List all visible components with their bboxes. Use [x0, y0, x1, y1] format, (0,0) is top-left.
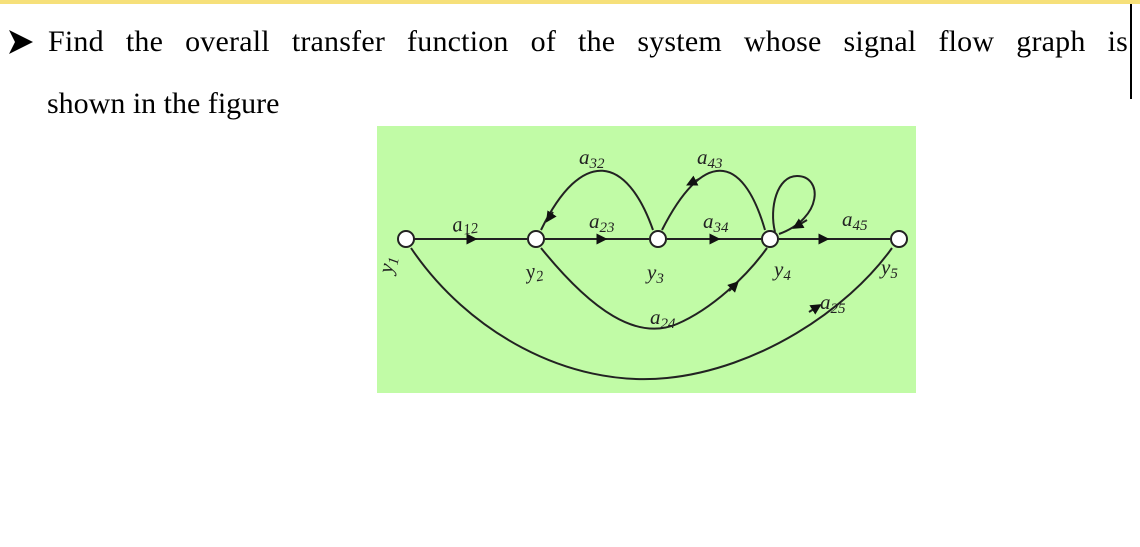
node-y4 — [761, 230, 779, 248]
gain-label-a23: a23 — [589, 209, 615, 236]
branch-y2-y4-arrow — [727, 281, 739, 293]
gain-label-a45: a45 — [842, 207, 868, 234]
branch-y1-y5-arrow — [808, 304, 822, 315]
arrowhead-bullet-icon — [9, 30, 33, 54]
gain-label-a24: a24 — [650, 305, 676, 332]
text-box-edge — [1130, 4, 1132, 99]
node-label-y1: y1 — [377, 254, 403, 277]
branch-y4-self-loop — [772, 174, 816, 235]
gain-label-a25: a25 — [820, 290, 846, 317]
node-label-y5: y5 — [879, 255, 898, 282]
branch-y2-y4-curve — [540, 247, 768, 330]
node-label-y4: y4 — [772, 257, 791, 284]
node-y5 — [890, 230, 908, 248]
gain-label-a32: a32 — [579, 145, 605, 172]
signal-flow-graph: y1 y2 y3 y4 y5 a12 a23 a32 a34 a43 — [377, 145, 908, 381]
branch-y4-y3-curve — [661, 170, 766, 231]
node-y3 — [649, 230, 667, 248]
branch-y3-y2-curve — [540, 169, 654, 231]
node-label-y2: y2 — [522, 257, 546, 287]
node-label-y3: y3 — [645, 260, 664, 287]
top-accent-strip — [0, 0, 1140, 4]
signal-flow-graph-figure: y1 y2 y3 y4 y5 a12 a23 a32 a34 a43 — [377, 126, 916, 393]
branch-y3-y2-arrow — [545, 210, 557, 223]
branch-y1-y5-curve — [410, 247, 893, 381]
gain-label-a12: a12 — [450, 210, 480, 240]
question-text-line-1: Find the overall transfer function of th… — [48, 25, 1128, 58]
question-line-1: Find the overall transfer function of th… — [6, 20, 1128, 64]
branch-y4-self-loop-arrow — [792, 218, 808, 229]
node-y2 — [527, 230, 545, 248]
gain-label-a43: a43 — [697, 145, 723, 172]
node-y1 — [397, 230, 415, 248]
branch-y4-y3-arrow — [686, 175, 700, 186]
gain-label-a34: a34 — [703, 209, 729, 236]
question-text-line-2: shown in the figure — [47, 87, 280, 120]
